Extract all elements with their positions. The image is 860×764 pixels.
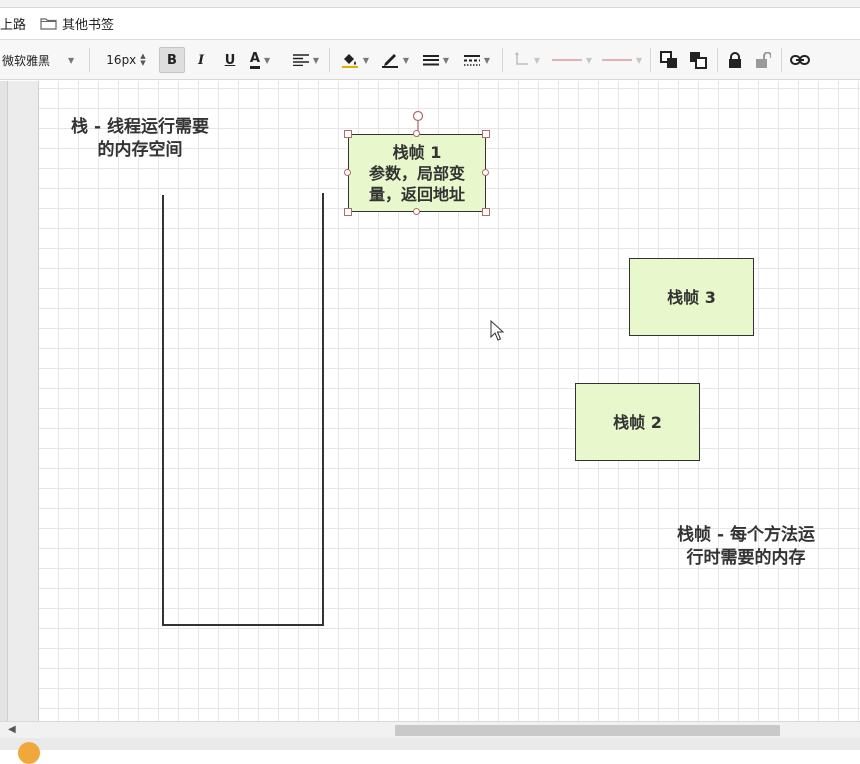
toolbar-divider [329,48,330,72]
line-style-button[interactable]: ▼ [460,47,494,73]
start-arrow-button[interactable]: ▼ [550,47,594,73]
connector-type-button[interactable]: ▼ [510,47,544,73]
font-size-value: 16px [106,53,137,67]
bring-front-icon [660,51,677,68]
underline-label: U [224,52,236,68]
chevron-down-icon: ▼ [483,55,491,65]
lock-button[interactable] [722,47,748,73]
chevron-down-icon: ▼ [402,55,410,65]
stack-frame-2[interactable]: 栈帧 2 [575,383,700,461]
font-color-button[interactable]: A ▼ [245,47,275,73]
dash-style-icon [463,55,480,66]
folder-icon [40,17,57,30]
send-back-icon [690,52,707,69]
pen-icon [381,54,398,68]
horizontal-scrollbar[interactable]: ◀ [0,721,860,738]
font-family-value: 微软雅黑 [2,53,51,68]
line-color-button[interactable]: ▼ [378,47,412,73]
scroll-left-icon[interactable]: ◀ [8,724,16,735]
unlock-icon [756,52,771,68]
link-icon [790,55,810,65]
chevron-down-icon: ▼ [442,55,450,65]
diagram-canvas-area[interactable]: 栈 - 线程运行需要 的内存空间 栈帧 1 参数，局部变 量，返回地址 栈帧 3 [0,81,860,721]
unlock-button[interactable] [750,47,776,73]
font-size-stepper[interactable]: 16px ▲▼ [102,47,150,73]
resize-handle-sw[interactable] [344,208,352,216]
paint-bucket-icon [341,54,358,68]
end-arrow-button[interactable]: ▼ [600,47,644,73]
address-bar-edge [0,0,860,8]
line-start-icon [551,59,582,61]
font-family-select[interactable]: 微软雅黑 ▼ [2,47,82,73]
bookmark-label: 上路 [0,17,27,33]
bold-label: B [167,52,177,68]
chevron-down-icon: ▼ [362,55,370,65]
stack-shape[interactable] [39,81,860,721]
stack-caption[interactable]: 栈 - 线程运行需要 的内存空间 [71,117,209,160]
align-button[interactable]: ▼ [289,47,323,73]
bookmark-folder-other[interactable]: 其他书签 [40,14,115,33]
status-bar [0,738,860,764]
bookmarks-bar: 上路 其他书签 [0,0,860,40]
bookmark-folder-label: 其他书签 [62,17,115,33]
app-orb-icon[interactable] [18,742,40,764]
italic-button[interactable]: I [188,47,214,73]
stack-frame-1-detail: 参数，局部变 量，返回地址 [368,163,465,204]
bring-to-front-button[interactable] [656,47,682,73]
bookmark-item-partial[interactable]: 上路 [0,14,27,33]
format-toolbar: 微软雅黑 ▼ 16px ▲▼ B I U A ▼ ▼ ▼ ▼ [0,40,860,80]
resize-handle-e[interactable] [482,169,489,176]
stepper-arrows-icon[interactable]: ▲▼ [140,52,146,67]
bold-button[interactable]: B [159,47,185,73]
resize-handle-se[interactable] [482,208,490,216]
font-color-label: A [249,51,260,69]
left-panel-edge [0,81,8,721]
stack-frame-1[interactable]: 栈帧 1 参数，局部变 量，返回地址 [348,134,486,212]
toolbar-divider [781,48,782,72]
align-left-icon [292,54,309,66]
resize-handle-w[interactable] [344,169,351,176]
send-to-back-button[interactable] [685,47,711,73]
toolbar-divider [89,48,90,72]
resize-handle-n[interactable] [413,130,420,137]
toolbar-divider [502,48,503,72]
chevron-down-icon: ▼ [635,55,643,65]
chevron-down-icon: ▼ [263,55,271,65]
chevron-down-icon: ▼ [312,55,320,65]
fill-color-button[interactable]: ▼ [338,47,372,73]
toolbar-divider [650,48,651,72]
stack-frame-1-text: 栈帧 1 参数，局部变 量，返回地址 [369,142,465,205]
lock-icon [729,52,741,68]
frame-caption[interactable]: 栈帧 - 每个方法运 行时需要的内存 [677,525,815,568]
italic-label: I [197,52,205,68]
toolbar-divider [717,48,718,72]
stack-frame-2-title: 栈帧 2 [613,412,662,432]
line-end-icon [601,59,632,61]
underline-button[interactable]: U [217,47,243,73]
elbow-connector-icon [515,52,528,65]
stack-frame-3-title: 栈帧 3 [667,287,716,307]
line-width-icon [422,55,439,66]
link-button[interactable] [787,47,813,73]
mouse-cursor-icon [490,320,504,341]
scrollbar-thumb[interactable] [395,725,780,736]
chevron-down-icon: ▼ [585,55,593,65]
stack-frame-1-title: 栈帧 1 [392,142,442,162]
resize-handle-s[interactable] [413,208,420,215]
stack-frame-3[interactable]: 栈帧 3 [629,258,754,336]
resize-handle-nw[interactable] [344,130,352,138]
chevron-down-icon: ▼ [533,55,541,65]
diagram-page[interactable]: 栈 - 线程运行需要 的内存空间 栈帧 1 参数，局部变 量，返回地址 栈帧 3 [38,81,860,721]
chevron-down-icon: ▼ [68,55,75,65]
resize-handle-ne[interactable] [482,130,490,138]
line-width-button[interactable]: ▼ [420,47,452,73]
